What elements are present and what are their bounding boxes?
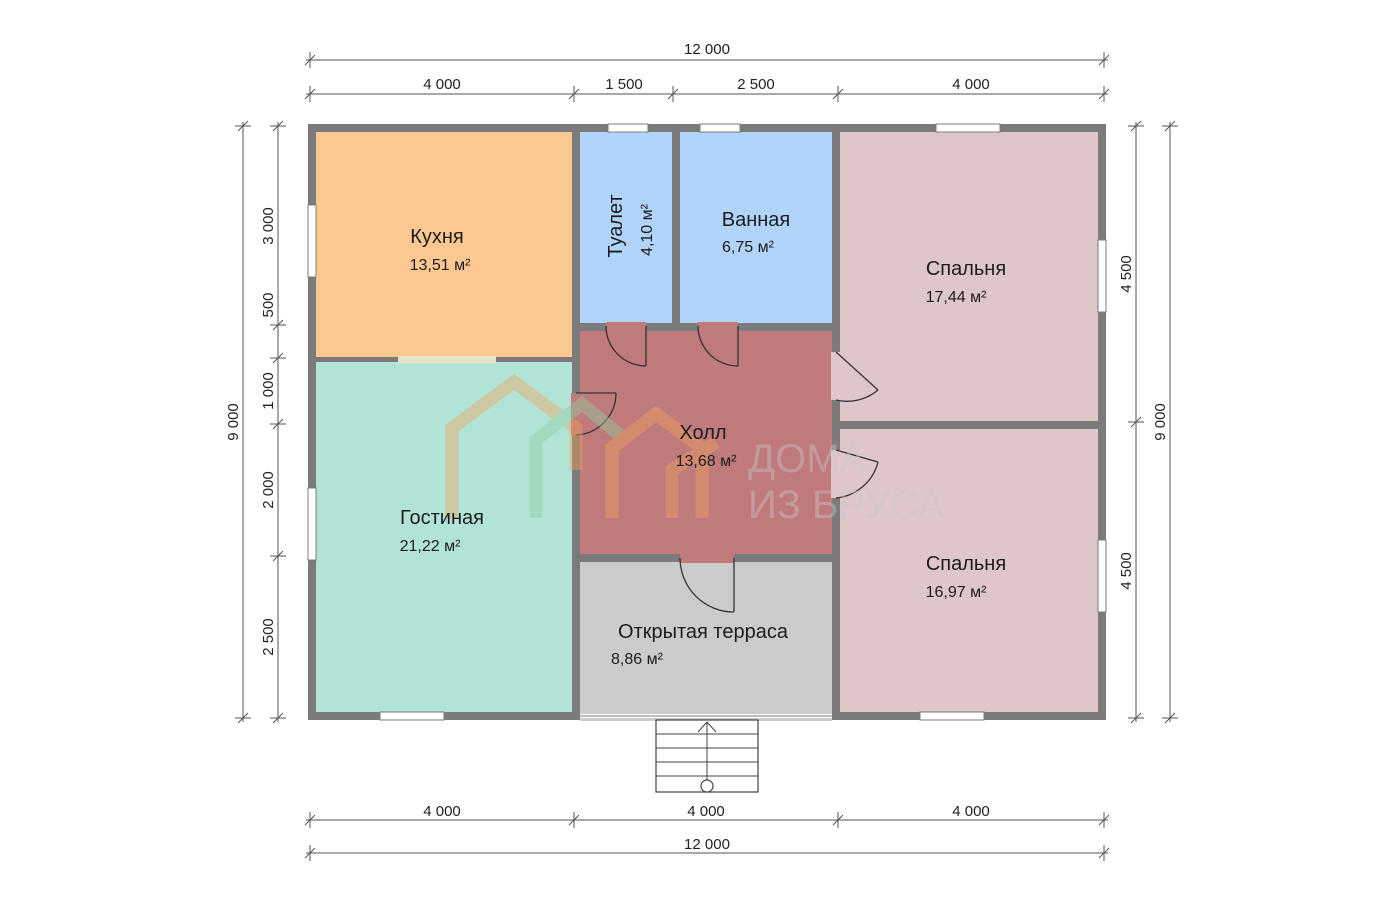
windows — [307, 123, 1107, 721]
hall-area: 13,68 м² — [676, 453, 737, 470]
terrace-name: Открытая терраса — [618, 621, 789, 643]
doors — [575, 325, 879, 613]
bedroom-1-area: 17,44 м² — [926, 289, 987, 306]
living-name: Гостиная — [400, 507, 484, 529]
dim-left-segment: 2 000 — [260, 471, 277, 509]
room-bath — [680, 132, 832, 323]
kitchen-name: Кухня — [410, 226, 464, 248]
dim-left-segment: 1 000 — [260, 372, 277, 410]
dimension-lines — [235, 52, 1178, 861]
room-kitchen — [316, 132, 572, 357]
room-hall — [580, 331, 832, 554]
dim-bottom-segment: 4 000 — [687, 803, 725, 820]
room-terrace — [580, 562, 832, 712]
room-toilet — [580, 132, 672, 323]
dim-right-segment: 4 500 — [1118, 552, 1135, 590]
toilet-area: 4,10 м² — [639, 203, 656, 256]
hall-name: Холл — [679, 422, 726, 444]
dim-top-segment: 4 000 — [952, 76, 990, 93]
dim-right-segment: 4 500 — [1118, 255, 1135, 293]
stairs — [655, 719, 759, 793]
dim-top-total: 12 000 — [684, 41, 730, 58]
bedroom-2-area: 16,97 м² — [926, 584, 987, 601]
terrace-area: 8,86 м² — [611, 651, 664, 668]
room-labels: Кухня 13,51 м² Туалет 4,10 м² Ванная 6,7… — [400, 194, 1007, 668]
dim-bottom-segment: 4 000 — [952, 803, 990, 820]
room-bedroom-1 — [840, 132, 1098, 421]
bath-area: 6,75 м² — [722, 239, 775, 256]
bedroom-2-name: Спальня — [926, 553, 1006, 575]
dim-top-segment: 2 500 — [737, 76, 775, 93]
dim-bottom-segment: 4 000 — [423, 803, 461, 820]
kitchen-area: 13,51 м² — [410, 257, 471, 274]
dim-top-segment: 1 500 — [605, 76, 643, 93]
dim-right-total: 9 000 — [1152, 403, 1169, 441]
dim-left-segment: 3 000 — [260, 207, 277, 245]
dimension-labels: 12 000 4 000 1 500 2 500 4 000 4 000 4 0… — [225, 41, 1169, 853]
dim-left-segment: 2 500 — [260, 618, 277, 656]
bath-name: Ванная — [722, 209, 791, 231]
watermark-line-1: ДОМА — [748, 437, 867, 481]
toilet-name: Туалет — [605, 194, 627, 257]
building — [307, 123, 1107, 793]
dim-left-segment: 500 — [260, 292, 277, 317]
room-living — [316, 362, 572, 712]
living-area: 21,22 м² — [400, 538, 461, 555]
bedroom-1-name: Спальня — [926, 258, 1006, 280]
dim-left-total: 9 000 — [225, 403, 242, 441]
watermark-logo: ДОМА ИЗ БРУСА — [445, 373, 944, 527]
dim-top-segment: 4 000 — [423, 76, 461, 93]
room-bedroom-2 — [840, 429, 1098, 712]
watermark-line-2: ИЗ БРУСА — [748, 483, 944, 527]
kitchen-living-opening — [398, 356, 496, 363]
dim-bottom-total: 12 000 — [684, 836, 730, 853]
